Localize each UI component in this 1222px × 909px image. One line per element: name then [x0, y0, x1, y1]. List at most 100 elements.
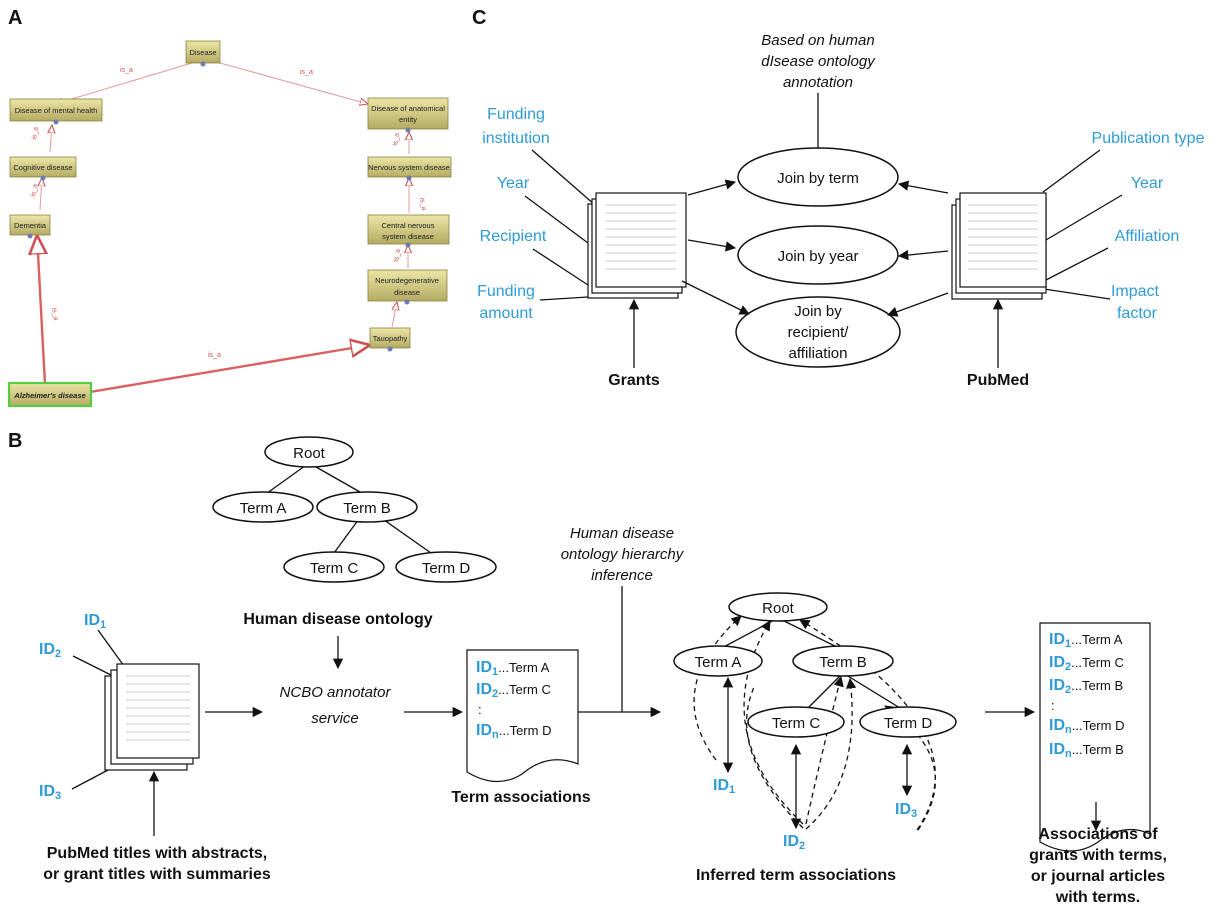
grant-field-label: institution: [482, 130, 550, 147]
panel-b-label: B: [8, 430, 22, 452]
tree-node-term-d: Term D: [395, 551, 497, 583]
svg-text:Neurodegenerative: Neurodegenerative: [375, 276, 439, 285]
final-assoc-colon: :: [1051, 698, 1055, 713]
isa-label: is_a: [208, 352, 221, 359]
id-label: ID3: [895, 801, 917, 820]
inferred-node-root: Root: [728, 592, 828, 622]
pub-field-label: Affiliation: [1115, 228, 1180, 245]
tree-node-term-b: Term B: [316, 491, 418, 523]
term-assoc-row: IDn...Term D: [476, 722, 551, 741]
svg-text:Alzheimer's disease: Alzheimer's disease: [13, 391, 85, 400]
ontology-tree: Root Term A Term B Term C Term D: [212, 436, 497, 583]
grants-document-stack: [587, 192, 687, 299]
svg-text:Join by term: Join by term: [777, 170, 859, 187]
svg-text:Term B: Term B: [819, 654, 867, 671]
final-assoc-row: IDn...Term B: [1049, 741, 1124, 760]
inference-label: Human disease: [570, 525, 674, 542]
inference-label: inference: [591, 567, 653, 584]
node-alzheimers-disease: Alzheimer's disease: [7, 381, 93, 408]
isa-label: is_a: [300, 69, 313, 76]
svg-text:Tauopathy: Tauopathy: [373, 334, 408, 343]
isa-label: is_a: [392, 132, 401, 146]
annotation-text: annotation: [783, 74, 853, 91]
term-assoc-colon: :: [478, 702, 482, 717]
isa-label: is_a: [31, 126, 40, 140]
node-disease: Disease: [185, 40, 221, 67]
inference-label: ontology hierarchy: [561, 546, 685, 563]
svg-text:disease: disease: [394, 288, 420, 297]
svg-text:recipient/: recipient/: [788, 324, 850, 341]
node-central-nervous-system-disease: Central nervous system disease: [367, 214, 450, 248]
join-by-term: Join by term: [737, 147, 899, 207]
tree-node-term-c: Term C: [283, 551, 385, 583]
svg-text:Dementia: Dementia: [14, 221, 47, 230]
term-associations-label: Term associations: [451, 789, 590, 806]
grant-field-label: Funding: [487, 106, 545, 123]
ncbo-annotator-label: NCBO annotator: [280, 684, 392, 701]
inferred-node-term-d: Term D: [859, 706, 957, 738]
node-cognitive-disease: Cognitive disease: [9, 156, 77, 181]
tree-node-root: Root: [264, 436, 354, 468]
id-label: ID1: [84, 612, 106, 631]
id-label: ID1: [713, 777, 735, 796]
pub-field-label: Publication type: [1092, 130, 1205, 147]
svg-text:Root: Root: [762, 600, 795, 617]
svg-text:Term C: Term C: [310, 560, 359, 577]
join-by-recipient-affiliation: Join by recipient/ affiliation: [735, 296, 901, 368]
term-assoc-row: ID1...Term A: [476, 659, 550, 678]
node-nervous-system-disease: Nervous system disease: [367, 156, 452, 181]
isa-label: is_a: [30, 183, 39, 197]
pub-field-label: Year: [1131, 175, 1164, 192]
node-dementia: Dementia: [9, 214, 51, 239]
input-label: PubMed titles with abstracts,: [47, 845, 267, 862]
isa-label: is_a: [418, 197, 427, 211]
grant-field-label: Funding: [477, 283, 535, 300]
svg-text:Root: Root: [293, 445, 326, 462]
panel-a-label: A: [8, 7, 22, 29]
final-associations-document: ID1...Term A ID2...Term C ID2...Term B :…: [1039, 622, 1151, 852]
svg-text:Central nervous: Central nervous: [382, 221, 435, 230]
pubmed-document-stack: [951, 192, 1047, 300]
pub-field-label: factor: [1117, 305, 1158, 322]
pub-field-label: Impact: [1111, 283, 1160, 300]
svg-text:Cognitive disease: Cognitive disease: [13, 163, 72, 172]
final-assoc-row: IDn...Term D: [1049, 717, 1124, 736]
ontology-graph-panel-a: is_a is_a is_a is_a is_a is_a is_a is_a …: [7, 40, 452, 408]
grants-label: Grants: [608, 372, 660, 389]
human-disease-ontology-label: Human disease ontology: [243, 611, 432, 628]
inferred-associations-label: Inferred term associations: [696, 867, 896, 884]
final-label: Associations of: [1038, 826, 1158, 843]
pubmed-label: PubMed: [967, 372, 1029, 389]
svg-text:Join by year: Join by year: [778, 248, 859, 265]
id-label: ID2: [783, 833, 805, 852]
ncbo-annotator-label: service: [311, 710, 359, 727]
final-assoc-row: ID2...Term C: [1049, 654, 1124, 673]
svg-text:Term C: Term C: [772, 715, 821, 732]
svg-text:Disease of anatomical: Disease of anatomical: [371, 104, 445, 113]
input-label: or grant titles with summaries: [43, 866, 271, 883]
input-document-stack: [104, 663, 200, 771]
final-label: or journal articles: [1031, 868, 1165, 885]
grant-field-label: Year: [497, 175, 530, 192]
svg-text:Term D: Term D: [422, 560, 471, 577]
svg-text:system disease: system disease: [382, 232, 434, 241]
term-associations-document: ID1...Term A ID2...Term C : IDn...Term D: [466, 649, 579, 783]
term-assoc-row: ID2...Term C: [476, 681, 551, 700]
isa-label: is_a: [120, 67, 133, 74]
isa-label: is_a: [50, 307, 59, 321]
join-by-year: Join by year: [737, 225, 899, 285]
svg-text:Term A: Term A: [240, 500, 287, 517]
id-label: ID3: [39, 783, 61, 802]
isa-label: is_a: [393, 248, 402, 262]
inferred-node-term-b: Term B: [792, 645, 894, 677]
node-disease-of-anatomical-entity: Disease of anatomical entity: [367, 97, 449, 133]
svg-text:entity: entity: [399, 115, 417, 124]
svg-text:Term D: Term D: [884, 715, 933, 732]
inferred-tree: Root Term A Term B Term C Term D: [673, 592, 957, 831]
svg-text:Disease of mental health: Disease of mental health: [15, 106, 98, 115]
node-neurodegenerative-disease: Neurodegenerative disease: [367, 269, 448, 305]
grant-field-label: Recipient: [480, 228, 547, 245]
node-tauopathy: Tauopathy: [369, 327, 411, 352]
svg-text:Nervous system disease: Nervous system disease: [368, 163, 450, 172]
